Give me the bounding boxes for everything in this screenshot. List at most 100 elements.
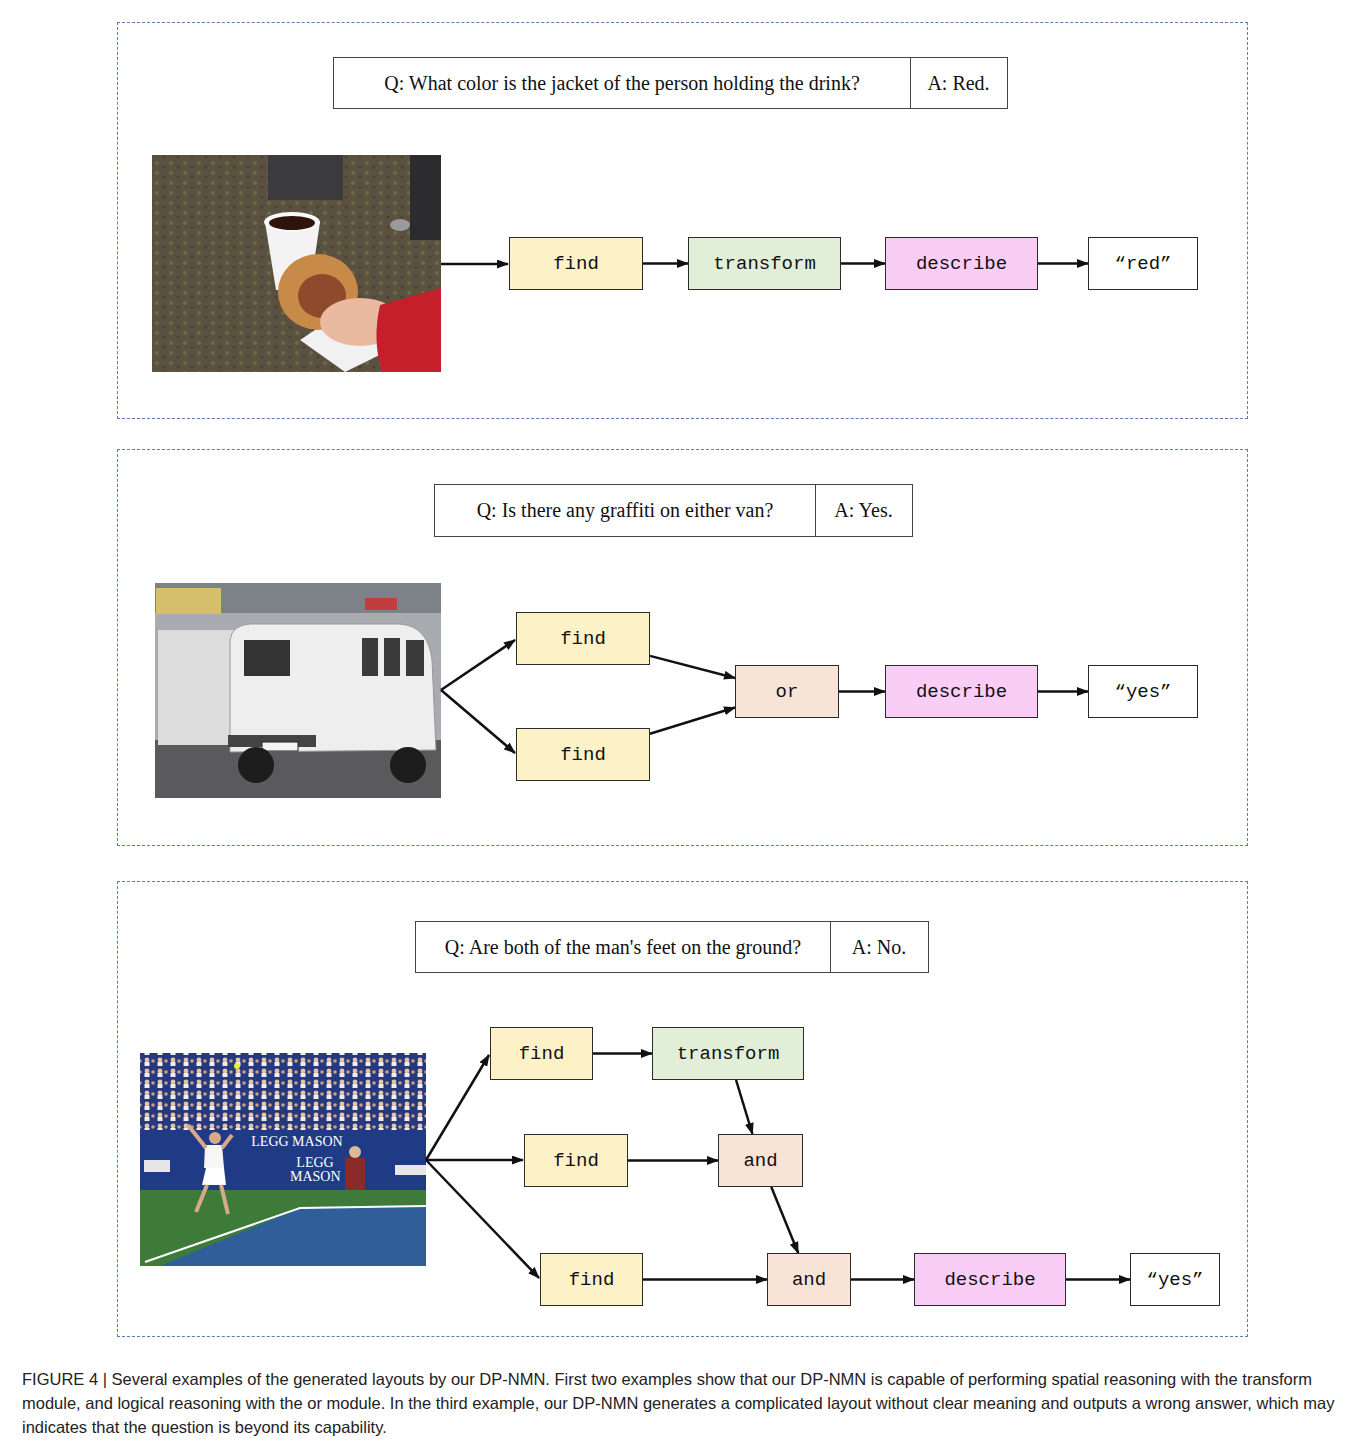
- node-text: describe: [944, 1269, 1035, 1291]
- answer-box: A: Yes.: [815, 484, 913, 537]
- transform-module: transform: [652, 1027, 804, 1080]
- player-head: [209, 1132, 221, 1144]
- node-text: describe: [916, 253, 1007, 275]
- node-text: A: No.: [852, 936, 906, 959]
- flow-arrow: [1038, 262, 1088, 265]
- flow-arrow: [628, 1159, 718, 1162]
- sign: [144, 1160, 170, 1172]
- input-arrow: [426, 1159, 523, 1162]
- output-box: “yes”: [1130, 1253, 1220, 1306]
- umpire-head: [349, 1146, 361, 1158]
- van-window: [244, 640, 290, 676]
- shop-sign: [156, 588, 221, 614]
- shop-sign: [365, 598, 397, 610]
- input-arrow: [441, 263, 508, 266]
- banner-text: LEGG MASON: [290, 1156, 340, 1184]
- crowd-stands: [140, 1053, 426, 1133]
- input-arrow: [441, 640, 515, 690]
- find-module: find: [490, 1027, 593, 1080]
- answer-box: A: No.: [830, 921, 929, 973]
- find-module: find: [516, 728, 650, 781]
- transform-module: transform: [688, 237, 841, 290]
- output-box: “yes”: [1088, 665, 1198, 718]
- sign: [395, 1165, 426, 1175]
- node-text: find: [560, 744, 606, 766]
- node-text: transform: [713, 253, 816, 275]
- answer-box: A: Red.: [910, 57, 1008, 109]
- output-box: “red”: [1088, 237, 1198, 290]
- player-shirt: [204, 1145, 224, 1168]
- banner-text: LEGG MASON: [247, 1135, 347, 1149]
- court-surround: [140, 1190, 426, 1266]
- building-top: [155, 583, 441, 613]
- photo-van: [155, 583, 441, 798]
- describe-module: describe: [914, 1253, 1066, 1306]
- flow-arrow: [643, 262, 688, 265]
- describe-module: describe: [885, 665, 1038, 718]
- truck: [158, 630, 238, 745]
- flow-arrow: [736, 1080, 752, 1134]
- leg: [410, 155, 441, 240]
- flow-arrow: [1038, 690, 1088, 693]
- van-window: [384, 638, 400, 676]
- node-text: find: [519, 1043, 565, 1065]
- node-text: describe: [916, 681, 1007, 703]
- photo-tennis: [140, 1053, 426, 1266]
- van-window: [406, 640, 424, 676]
- red-sleeve: [376, 288, 441, 372]
- grass: [152, 155, 441, 372]
- input-arrow: [426, 1160, 539, 1278]
- flow-arrow: [650, 708, 735, 734]
- describe-module: describe: [885, 237, 1038, 290]
- umpire: [345, 1158, 365, 1190]
- coffee: [269, 216, 315, 230]
- input-arrow: [426, 1055, 489, 1160]
- shoe: [390, 219, 410, 231]
- node-text: A: Yes.: [834, 499, 892, 522]
- flow-arrow: [1066, 1278, 1130, 1281]
- flow-arrow: [593, 1052, 652, 1055]
- node-text: find: [553, 253, 599, 275]
- find-module: find: [509, 237, 643, 290]
- player-shorts: [202, 1168, 226, 1185]
- court: [160, 1206, 426, 1266]
- building: [155, 583, 441, 798]
- license-plate: [262, 742, 298, 751]
- logic-module: and: [767, 1253, 851, 1306]
- node-text: or: [776, 681, 799, 703]
- flow-arrow: [643, 1278, 767, 1281]
- ball: [234, 1063, 240, 1069]
- flow-arrow: [771, 1187, 798, 1253]
- leg: [268, 155, 343, 200]
- question-box: Q: What color is the jacket of the perso…: [333, 57, 911, 109]
- node-text: and: [792, 1269, 826, 1291]
- figure-caption: FIGURE 4 | Several examples of the gener…: [22, 1368, 1340, 1440]
- wheel: [238, 747, 274, 783]
- find-module: find: [540, 1253, 643, 1306]
- node-text: and: [743, 1150, 777, 1172]
- node-text: A: Red.: [927, 72, 989, 95]
- find-module: find: [524, 1134, 628, 1187]
- find-module: find: [516, 612, 650, 665]
- player-limbs: [188, 1125, 232, 1214]
- node-text: find: [569, 1269, 615, 1291]
- node-text: find: [560, 628, 606, 650]
- wheel: [390, 747, 426, 783]
- photo-drink: [152, 155, 441, 372]
- flow-arrow: [650, 656, 735, 678]
- node-text: Q: What color is the jacket of the perso…: [384, 72, 860, 95]
- logic-module: or: [735, 665, 839, 718]
- question-box: Q: Is there any graffiti on either van?: [434, 484, 816, 537]
- flow-arrow: [851, 1278, 914, 1281]
- cup-rim: [264, 212, 320, 232]
- flow-arrow: [841, 262, 885, 265]
- node-text: “yes”: [1146, 1269, 1203, 1291]
- input-arrow: [441, 690, 515, 753]
- question-box: Q: Are both of the man's feet on the gro…: [415, 921, 831, 973]
- van-body: [230, 624, 436, 752]
- node-text: transform: [677, 1043, 780, 1065]
- logic-module: and: [718, 1134, 803, 1187]
